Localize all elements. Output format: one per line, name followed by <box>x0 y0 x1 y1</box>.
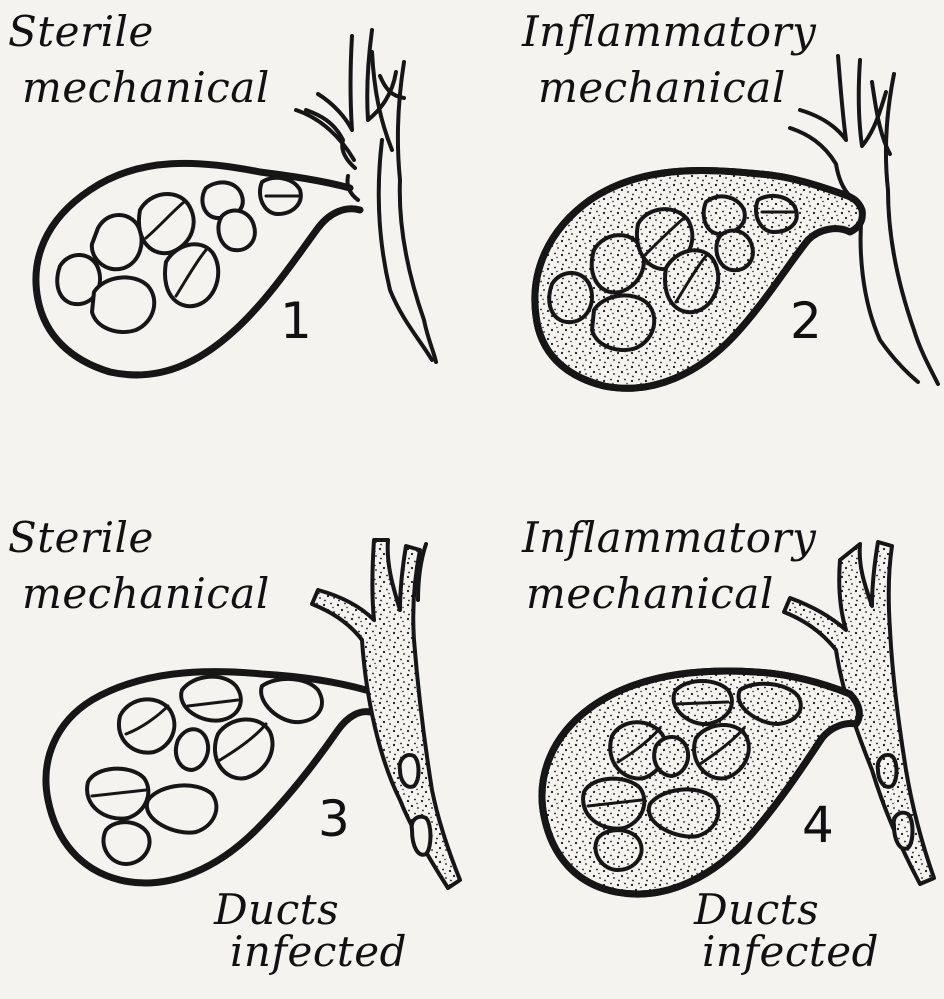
stones-3 <box>87 677 322 864</box>
panel-3: Sterile mechanical 3 Ducts infected <box>8 513 460 976</box>
panel-3-title-line1: Sterile <box>8 513 154 562</box>
panel-4-caption-line2: infected <box>702 927 879 976</box>
panel-2-title-line1: Inflammatory <box>521 7 817 56</box>
panel-2-title-line2: mechanical <box>538 63 786 112</box>
duct-stone-3a <box>400 755 419 787</box>
panel-4: Inflammatory mechanical 4 Ducts infected <box>521 513 934 976</box>
panel-number-3: 3 <box>318 790 350 848</box>
panel-3-caption-line2: infected <box>230 927 407 976</box>
stones-1 <box>57 178 301 332</box>
panel-3-title-line2: mechanical <box>22 569 270 618</box>
panel-4-title-line2: mechanical <box>526 569 774 618</box>
panel-number-4: 4 <box>802 796 834 854</box>
panel-1: Sterile mechanical 1 <box>8 7 436 375</box>
panel-number-1: 1 <box>280 292 312 350</box>
panel-1-title-line2: mechanical <box>22 63 270 112</box>
panel-1-title-line1: Sterile <box>8 7 154 56</box>
duct-stone-3b <box>412 817 431 855</box>
panel-number-2: 2 <box>790 292 822 350</box>
panel-4-title-line1: Inflammatory <box>521 513 817 562</box>
duct-stone-4a <box>878 755 897 787</box>
duct-stone-4b <box>894 813 913 849</box>
panel-2: Inflammatory mechanical 2 <box>521 7 938 388</box>
bile-duct-1 <box>296 30 436 362</box>
